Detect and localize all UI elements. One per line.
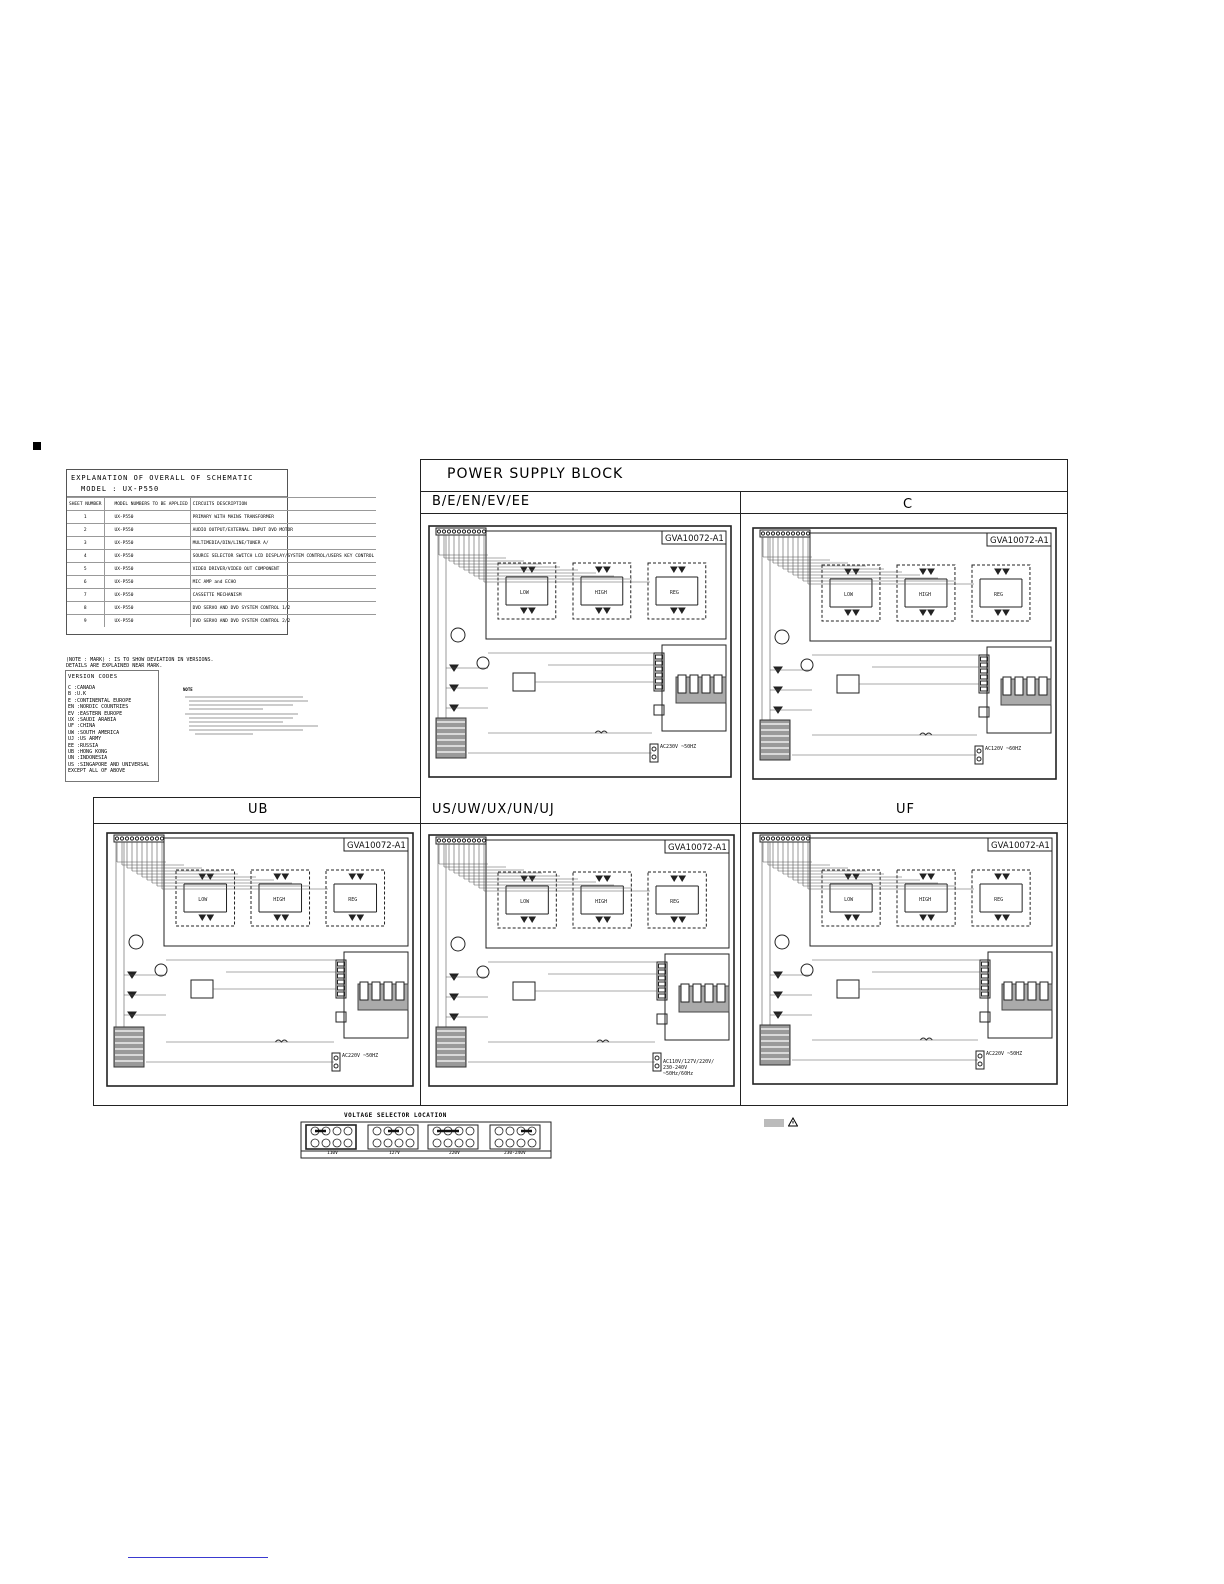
- panel-title-ub: UB: [248, 802, 269, 817]
- part-number-label: GVA10072-A1: [991, 841, 1050, 851]
- ac-input-label: AC110V/127V/220V/230-240V~50Hz/60Hz: [663, 1059, 714, 1077]
- col-description: CIRCUITS DESCRIPTION: [190, 497, 377, 511]
- panel-title-c: C: [903, 497, 914, 512]
- list-item: B :U.K: [68, 691, 87, 698]
- list-item: EE :RUSSIA: [68, 742, 99, 749]
- schematic-panel: LOW HIGH REG GVA10072-A1AC110V/127V/220V/23…: [428, 834, 735, 1087]
- svg-text:LOW: LOW: [198, 897, 208, 903]
- power-supply-frame-lower-left: [93, 797, 421, 1106]
- svg-text:REG: REG: [994, 592, 1003, 598]
- list-item: UW :SOUTH AMERICA: [68, 729, 120, 736]
- part-number-label: GVA10072-A1: [990, 536, 1049, 546]
- list-item: UJ :US ARMY: [68, 736, 102, 743]
- divider: [420, 491, 1068, 492]
- caution-icon: [788, 1117, 798, 1127]
- list-item: UF :CHINA: [68, 723, 96, 730]
- notes-heading: NOTE: [183, 687, 193, 692]
- list-item: EV :EASTERN EUROPE: [68, 710, 123, 717]
- ac-input-label: AC230V ~50HZ: [660, 744, 696, 750]
- list-item: UB :HONG KONG: [68, 749, 108, 756]
- svg-text:REG: REG: [670, 590, 679, 596]
- divider: [740, 491, 741, 1106]
- part-number-label: GVA10072-A1: [665, 534, 724, 544]
- voltage-option-110: 110V: [327, 1151, 338, 1156]
- footer-link-line: [128, 1557, 268, 1558]
- svg-text:REG: REG: [348, 897, 357, 903]
- col-models: MODEL NUMBERS TO BE APPLIED: [104, 497, 191, 511]
- notes-lines: [185, 696, 318, 735]
- svg-text:HIGH: HIGH: [919, 897, 931, 903]
- list-item: EN :NORDIC COUNTRIES: [68, 704, 129, 711]
- voltage-selector: VOLTAGE SELECTOR LOCATION 110V 127V 220V…: [300, 1112, 552, 1159]
- explanation-table: EXPLANATION OF OVERALL OF SCHEMATIC MODE…: [66, 469, 377, 635]
- divider: [420, 513, 1068, 514]
- explanation-rows: SHEET NUMBER MODEL NUMBERS TO BE APPLIED…: [67, 497, 377, 627]
- svg-text:HIGH: HIGH: [595, 899, 607, 905]
- explanation-model: MODEL : UX-P550: [67, 482, 287, 497]
- voltage-selector-title: VOLTAGE SELECTOR LOCATION: [344, 1112, 447, 1119]
- svg-text:HIGH: HIGH: [919, 592, 931, 598]
- list-item: C :CANADA: [68, 685, 96, 691]
- divider: [93, 823, 1068, 824]
- part-number-label: GVA10072-A1: [347, 841, 406, 851]
- voltage-option-127: 127V: [389, 1151, 400, 1156]
- panel-title-b: B/E/EN/EV/EE: [432, 494, 531, 509]
- shaded-legend-swatch: [764, 1119, 784, 1127]
- svg-text:REG: REG: [670, 899, 679, 905]
- panel-title-uf: UF: [896, 802, 915, 817]
- section-bullet: [33, 442, 41, 450]
- list-item: UX :SAUDI ARABIA: [68, 717, 117, 724]
- svg-text:HIGH: HIGH: [273, 897, 285, 903]
- col-sheet: SHEET NUMBER: [67, 497, 105, 511]
- voltage-option-220: 220V: [449, 1151, 460, 1156]
- ac-input-label: AC220V ~50HZ: [342, 1053, 378, 1059]
- version-codes-title: VERSION CODES: [68, 674, 118, 680]
- voltage-option-230-240: 230-240V: [504, 1151, 526, 1156]
- panel-title-us: US/UW/UX/UN/UJ: [432, 802, 555, 817]
- svg-text:LOW: LOW: [520, 590, 530, 596]
- ac-input-label: AC220V ~50HZ: [986, 1051, 1022, 1057]
- ac-input-label: AC120V ~60HZ: [985, 746, 1021, 752]
- list-item: EXCEPT ALL OF ABOVE: [68, 768, 126, 775]
- svg-text:LOW: LOW: [844, 592, 854, 598]
- svg-text:LOW: LOW: [520, 899, 530, 905]
- voltage-selector-diagram: [300, 1121, 552, 1159]
- explanation-title: EXPLANATION OF OVERALL OF SCHEMATIC: [71, 474, 254, 482]
- power-supply-frame: [420, 459, 1068, 1106]
- svg-text:REG: REG: [994, 897, 1003, 903]
- list-item: UN :INDONESIA: [68, 755, 108, 762]
- version-codes-box: VERSION CODES C :CANADA B :U.K E :CONTIN…: [65, 670, 159, 782]
- notes-block: NOTE: [183, 687, 333, 737]
- power-supply-title: POWER SUPPLY BLOCK: [447, 466, 624, 482]
- note-mark-2: DETAILS ARE EXPLAINED NEAR MARK.: [66, 663, 163, 669]
- part-number-label: GVA10072-A1: [668, 843, 727, 853]
- note-mark: (NOTE : MARK) : IS TO SHOW DEVIATION IN …: [66, 657, 214, 663]
- svg-text:LOW: LOW: [844, 897, 854, 903]
- svg-text:HIGH: HIGH: [595, 590, 607, 596]
- list-item: E :CONTINENTAL EUROPE: [68, 697, 132, 704]
- list-item: US :SINGAPORE AND UNIVERSAL: [68, 761, 150, 768]
